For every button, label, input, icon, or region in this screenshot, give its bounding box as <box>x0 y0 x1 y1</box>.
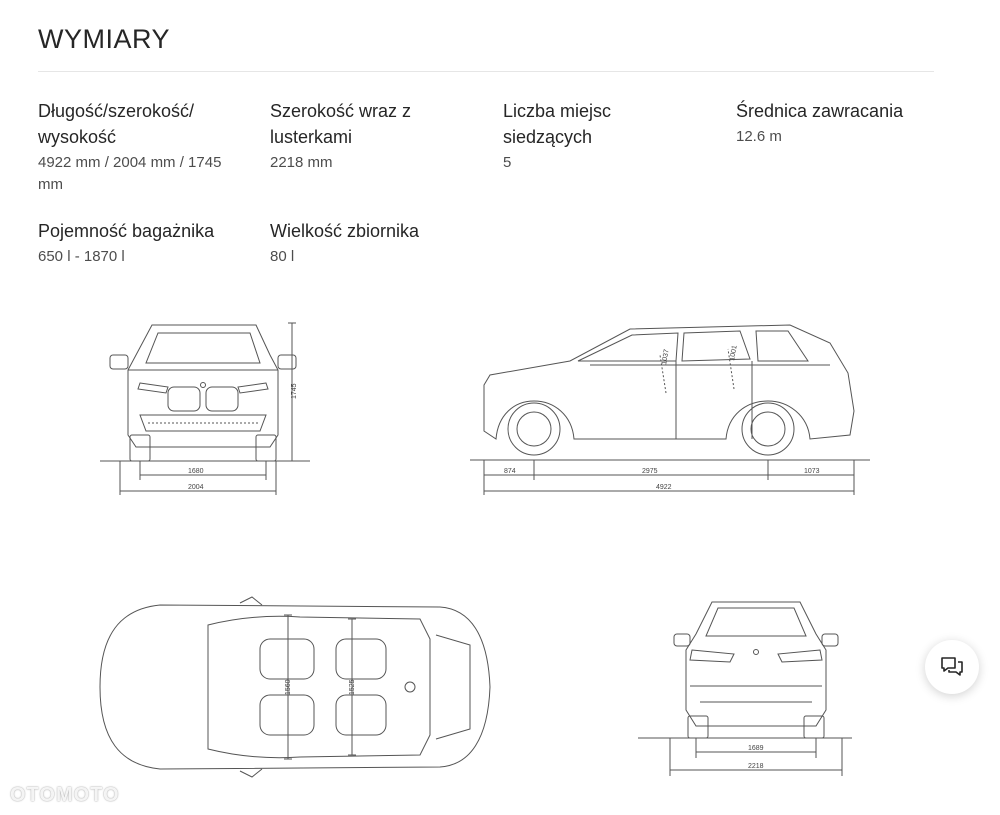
dim-headroom-front-label: 1037 <box>661 349 671 366</box>
top-view-drawing: 1560 1525 <box>90 595 500 780</box>
spec-value: 80 l <box>270 248 295 265</box>
dim-wheelbase-label: 2975 <box>642 468 658 475</box>
spec-boot-capacity: Pojemność bagażnika 650 l - 1870 l <box>38 218 258 268</box>
dim-front-overhang-label: 874 <box>504 468 516 475</box>
spec-label: Średnica zawracania <box>736 101 904 121</box>
spec-value: 12.6 m <box>736 128 782 145</box>
spec-label: Pojemność bagażnika <box>38 221 215 241</box>
dim-height-label: 1745 <box>291 383 298 399</box>
spec-value: 2218 mm <box>270 154 333 171</box>
side-view-drawing: 1037 1001 874 2975 1073 4922 <box>470 315 870 500</box>
dim-track-label: 1680 <box>188 468 204 475</box>
chat-button[interactable] <box>925 640 979 694</box>
rear-view-drawing: 1689 2218 <box>630 590 860 780</box>
spec-value: 650 l - 1870 l <box>38 248 125 265</box>
dim-shoulder-front-label: 1560 <box>285 679 292 695</box>
dim-rear-track-label: 1689 <box>748 745 764 752</box>
spec-label: Wielkość zbiornika <box>270 221 420 241</box>
spec-fuel-tank: Wielkość zbiornika 80 l <box>270 218 490 268</box>
dim-length-label: 4922 <box>656 484 672 491</box>
front-view-drawing: 1745 1680 2004 <box>100 315 310 500</box>
divider <box>38 71 934 72</box>
dim-width-label: 2004 <box>188 484 204 491</box>
dim-headroom-rear-label: 1001 <box>729 345 739 362</box>
chat-bubbles-icon <box>941 657 963 676</box>
spec-turning-circle: Średnica zawracania 12.6 m <box>736 98 956 148</box>
dim-rear-width-label: 2218 <box>748 763 764 770</box>
spec-value: 5 <box>503 154 512 171</box>
spec-dimensions: Długość/szerokość/wysokość 4922 mm / 200… <box>38 98 238 196</box>
watermark: OTOMOTO <box>10 784 120 806</box>
spec-label: Długość/szerokość/wysokość <box>38 101 195 147</box>
dim-shoulder-rear-label: 1525 <box>349 679 356 695</box>
dim-rear-overhang-label: 1073 <box>804 468 820 475</box>
section-title: WYMIARY <box>38 24 171 54</box>
